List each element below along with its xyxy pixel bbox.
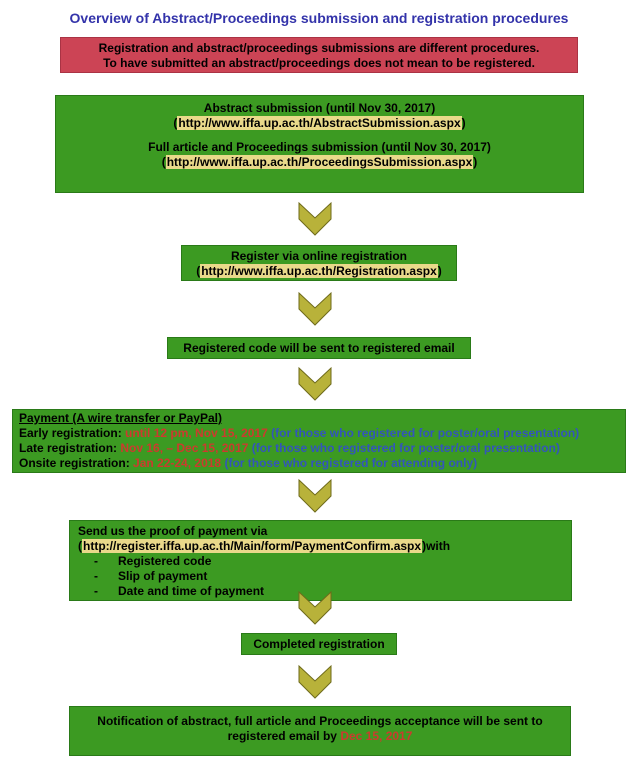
chevron-down-icon bbox=[298, 291, 332, 326]
registered-code-box: Registered code will be sent to register… bbox=[167, 337, 471, 359]
completed-registration-label: Completed registration bbox=[253, 637, 385, 651]
notification-box: Notification of abstract, full article a… bbox=[69, 706, 571, 756]
proof-label: Send us the proof of payment via bbox=[78, 524, 268, 538]
early-registration-note: (for those who registered for poster/ora… bbox=[271, 426, 580, 440]
register-box: Register via online registration (http:/… bbox=[181, 245, 457, 281]
list-item: -Slip of payment bbox=[94, 569, 208, 583]
payment-box: Payment (A wire transfer or PayPal) Earl… bbox=[12, 409, 626, 473]
chevron-down-icon bbox=[298, 590, 332, 625]
register-label: Register via online registration bbox=[230, 249, 408, 263]
proof-of-payment-box: Send us the proof of payment via (http:/… bbox=[69, 520, 572, 601]
abstract-submission-link[interactable]: http://www.iffa.up.ac.th/AbstractSubmiss… bbox=[177, 116, 462, 130]
warning-note: Registration and abstract/proceedings su… bbox=[60, 37, 578, 73]
notification-date: Dec 15, 2017 bbox=[340, 729, 413, 743]
proceedings-submission-link[interactable]: http://www.iffa.up.ac.th/ProceedingsSubm… bbox=[165, 155, 474, 169]
late-registration-note: (for those who registered for poster/ora… bbox=[251, 441, 560, 455]
notification-line-2: registered email by bbox=[227, 729, 337, 743]
payment-heading: Payment (A wire transfer or PayPal) bbox=[19, 411, 222, 425]
registered-code-label: Registered code will be sent to register… bbox=[183, 341, 455, 355]
note-line-2: To have submitted an abstract/proceeding… bbox=[103, 56, 535, 70]
completed-registration-box: Completed registration bbox=[241, 633, 397, 655]
chevron-down-icon bbox=[298, 366, 332, 401]
proof-with: with bbox=[426, 539, 451, 553]
early-registration-label: Early registration: bbox=[19, 426, 122, 440]
onsite-registration-label: Onsite registration: bbox=[19, 456, 130, 470]
late-registration-date: Nov 16, – Dec 15, 2017 bbox=[120, 441, 249, 455]
late-registration-label: Late registration: bbox=[19, 441, 118, 455]
onsite-registration-date: Jan 22-24, 2018 bbox=[133, 456, 222, 470]
full-submission-label: Full article and Proceedings submission … bbox=[148, 140, 491, 154]
chevron-down-icon bbox=[298, 478, 332, 513]
chevron-down-icon bbox=[298, 664, 332, 699]
list-item: -Registered code bbox=[94, 554, 212, 568]
early-registration-date: until 12 pm, Nov 15, 2017 bbox=[125, 426, 268, 440]
notification-line-1: Notification of abstract, full article a… bbox=[97, 714, 543, 728]
list-item: -Date and time of payment bbox=[94, 584, 265, 598]
onsite-registration-note: (for those who registered for attending … bbox=[224, 456, 478, 470]
note-line-1: Registration and abstract/proceedings su… bbox=[98, 41, 540, 55]
abstract-submission-label: Abstract submission (until Nov 30, 2017) bbox=[203, 101, 436, 115]
payment-confirm-link[interactable]: http://register.iffa.up.ac.th/Main/form/… bbox=[82, 539, 423, 553]
submission-box: Abstract submission (until Nov 30, 2017)… bbox=[55, 95, 584, 193]
chevron-down-icon bbox=[298, 201, 332, 236]
page-title: Overview of Abstract/Proceedings submiss… bbox=[69, 10, 569, 26]
registration-link[interactable]: http://www.iffa.up.ac.th/Registration.as… bbox=[200, 264, 438, 278]
